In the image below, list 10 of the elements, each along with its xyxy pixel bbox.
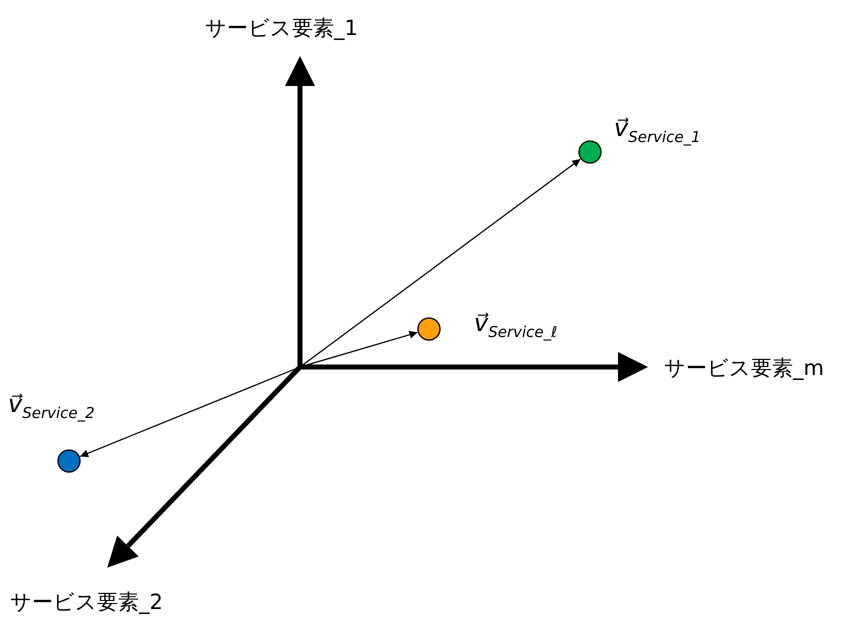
point-circle	[578, 140, 602, 164]
vector-label: v⃗$_{Service_ℓ}$	[474, 311, 558, 340]
axis-label: サービス要素_2	[10, 589, 163, 616]
point-circle	[57, 449, 81, 473]
axis-label: サービス要素_1	[205, 15, 358, 42]
vector-label: v⃗$_{Service_1}$	[614, 116, 701, 145]
vector-label: v⃗$_{Service_2}$	[8, 392, 95, 421]
axis-label: サービス要素_m	[664, 355, 824, 382]
vector-arrow	[300, 158, 581, 368]
point-circle	[417, 317, 441, 341]
